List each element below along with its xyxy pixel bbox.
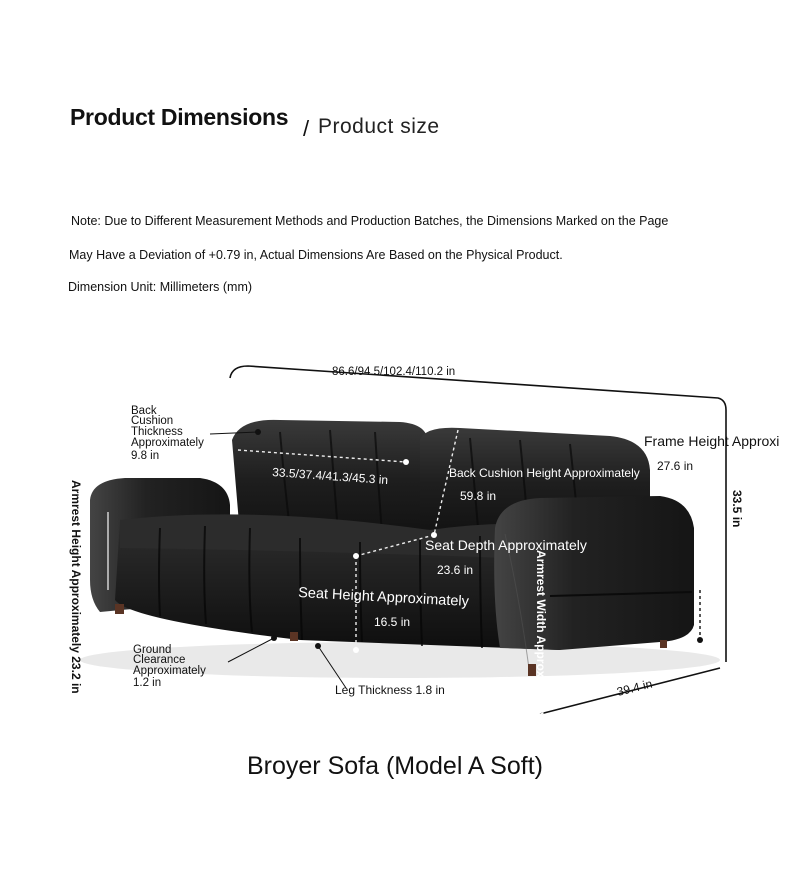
sofa-leg	[115, 604, 124, 614]
armrest-width-label: Armrest Width Approximately	[534, 550, 548, 719]
leg-thickness-label: Leg Thickness 1.8 in	[335, 683, 445, 697]
sofa-illustration	[80, 419, 720, 678]
title-separator: /	[303, 116, 310, 141]
ground-clearance-value: 1.2 in	[133, 677, 161, 689]
frame-height-value: 27.6 in	[657, 459, 693, 473]
seat-height-value: 16.5 in	[374, 615, 410, 629]
product-name: Broyer Sofa (Model A Soft)	[247, 752, 543, 780]
back-cushion-thickness-value: 9.8 in	[131, 450, 159, 462]
ground-clearance-line-1: Ground	[133, 644, 171, 656]
ground-clearance-line-3: Approximately	[133, 665, 206, 677]
dimension-lines	[107, 365, 727, 715]
measurement-note-line-1: Note: Due to Different Measurement Metho…	[71, 214, 669, 228]
sofa-leg	[528, 664, 536, 676]
seat-depth-label: Seat Depth Approximately	[425, 537, 587, 553]
back-cushion-thickness-line-3: Thickness	[131, 426, 183, 438]
page-title: Product Dimensions	[70, 104, 289, 130]
back-cushion-height-label: Back Cushion Height Approximately	[449, 466, 640, 480]
sofa-leg	[290, 632, 298, 641]
back-cushion-thickness-line-4: Approximately	[131, 437, 204, 449]
total-height-label: 33.5 in	[730, 490, 744, 527]
back-cushion-height-value: 59.8 in	[460, 489, 496, 503]
measurement-note-line-2: May Have a Deviation of +0.79 in, Actual…	[69, 248, 563, 262]
overall-width-label: 86.6/94.5/102.4/110.2 in	[332, 366, 455, 378]
armrest-height-label: Armrest Height Approximately 23.2 in	[69, 480, 83, 694]
back-cushion-thickness-line-1: Back	[131, 405, 157, 417]
frame-height-label: Frame Height Approxi	[644, 433, 779, 449]
back-cushion-thickness-line-2: Cushion	[131, 415, 173, 427]
page-subtitle: Product size	[318, 115, 440, 138]
seat-depth-value: 23.6 in	[437, 563, 473, 577]
ground-clearance-line-2: Clearance	[133, 654, 185, 666]
depth-label: 39.4 in	[615, 677, 653, 699]
sofa-leg	[660, 640, 667, 648]
dimension-unit-note: Dimension Unit: Millimeters (mm)	[68, 280, 253, 294]
